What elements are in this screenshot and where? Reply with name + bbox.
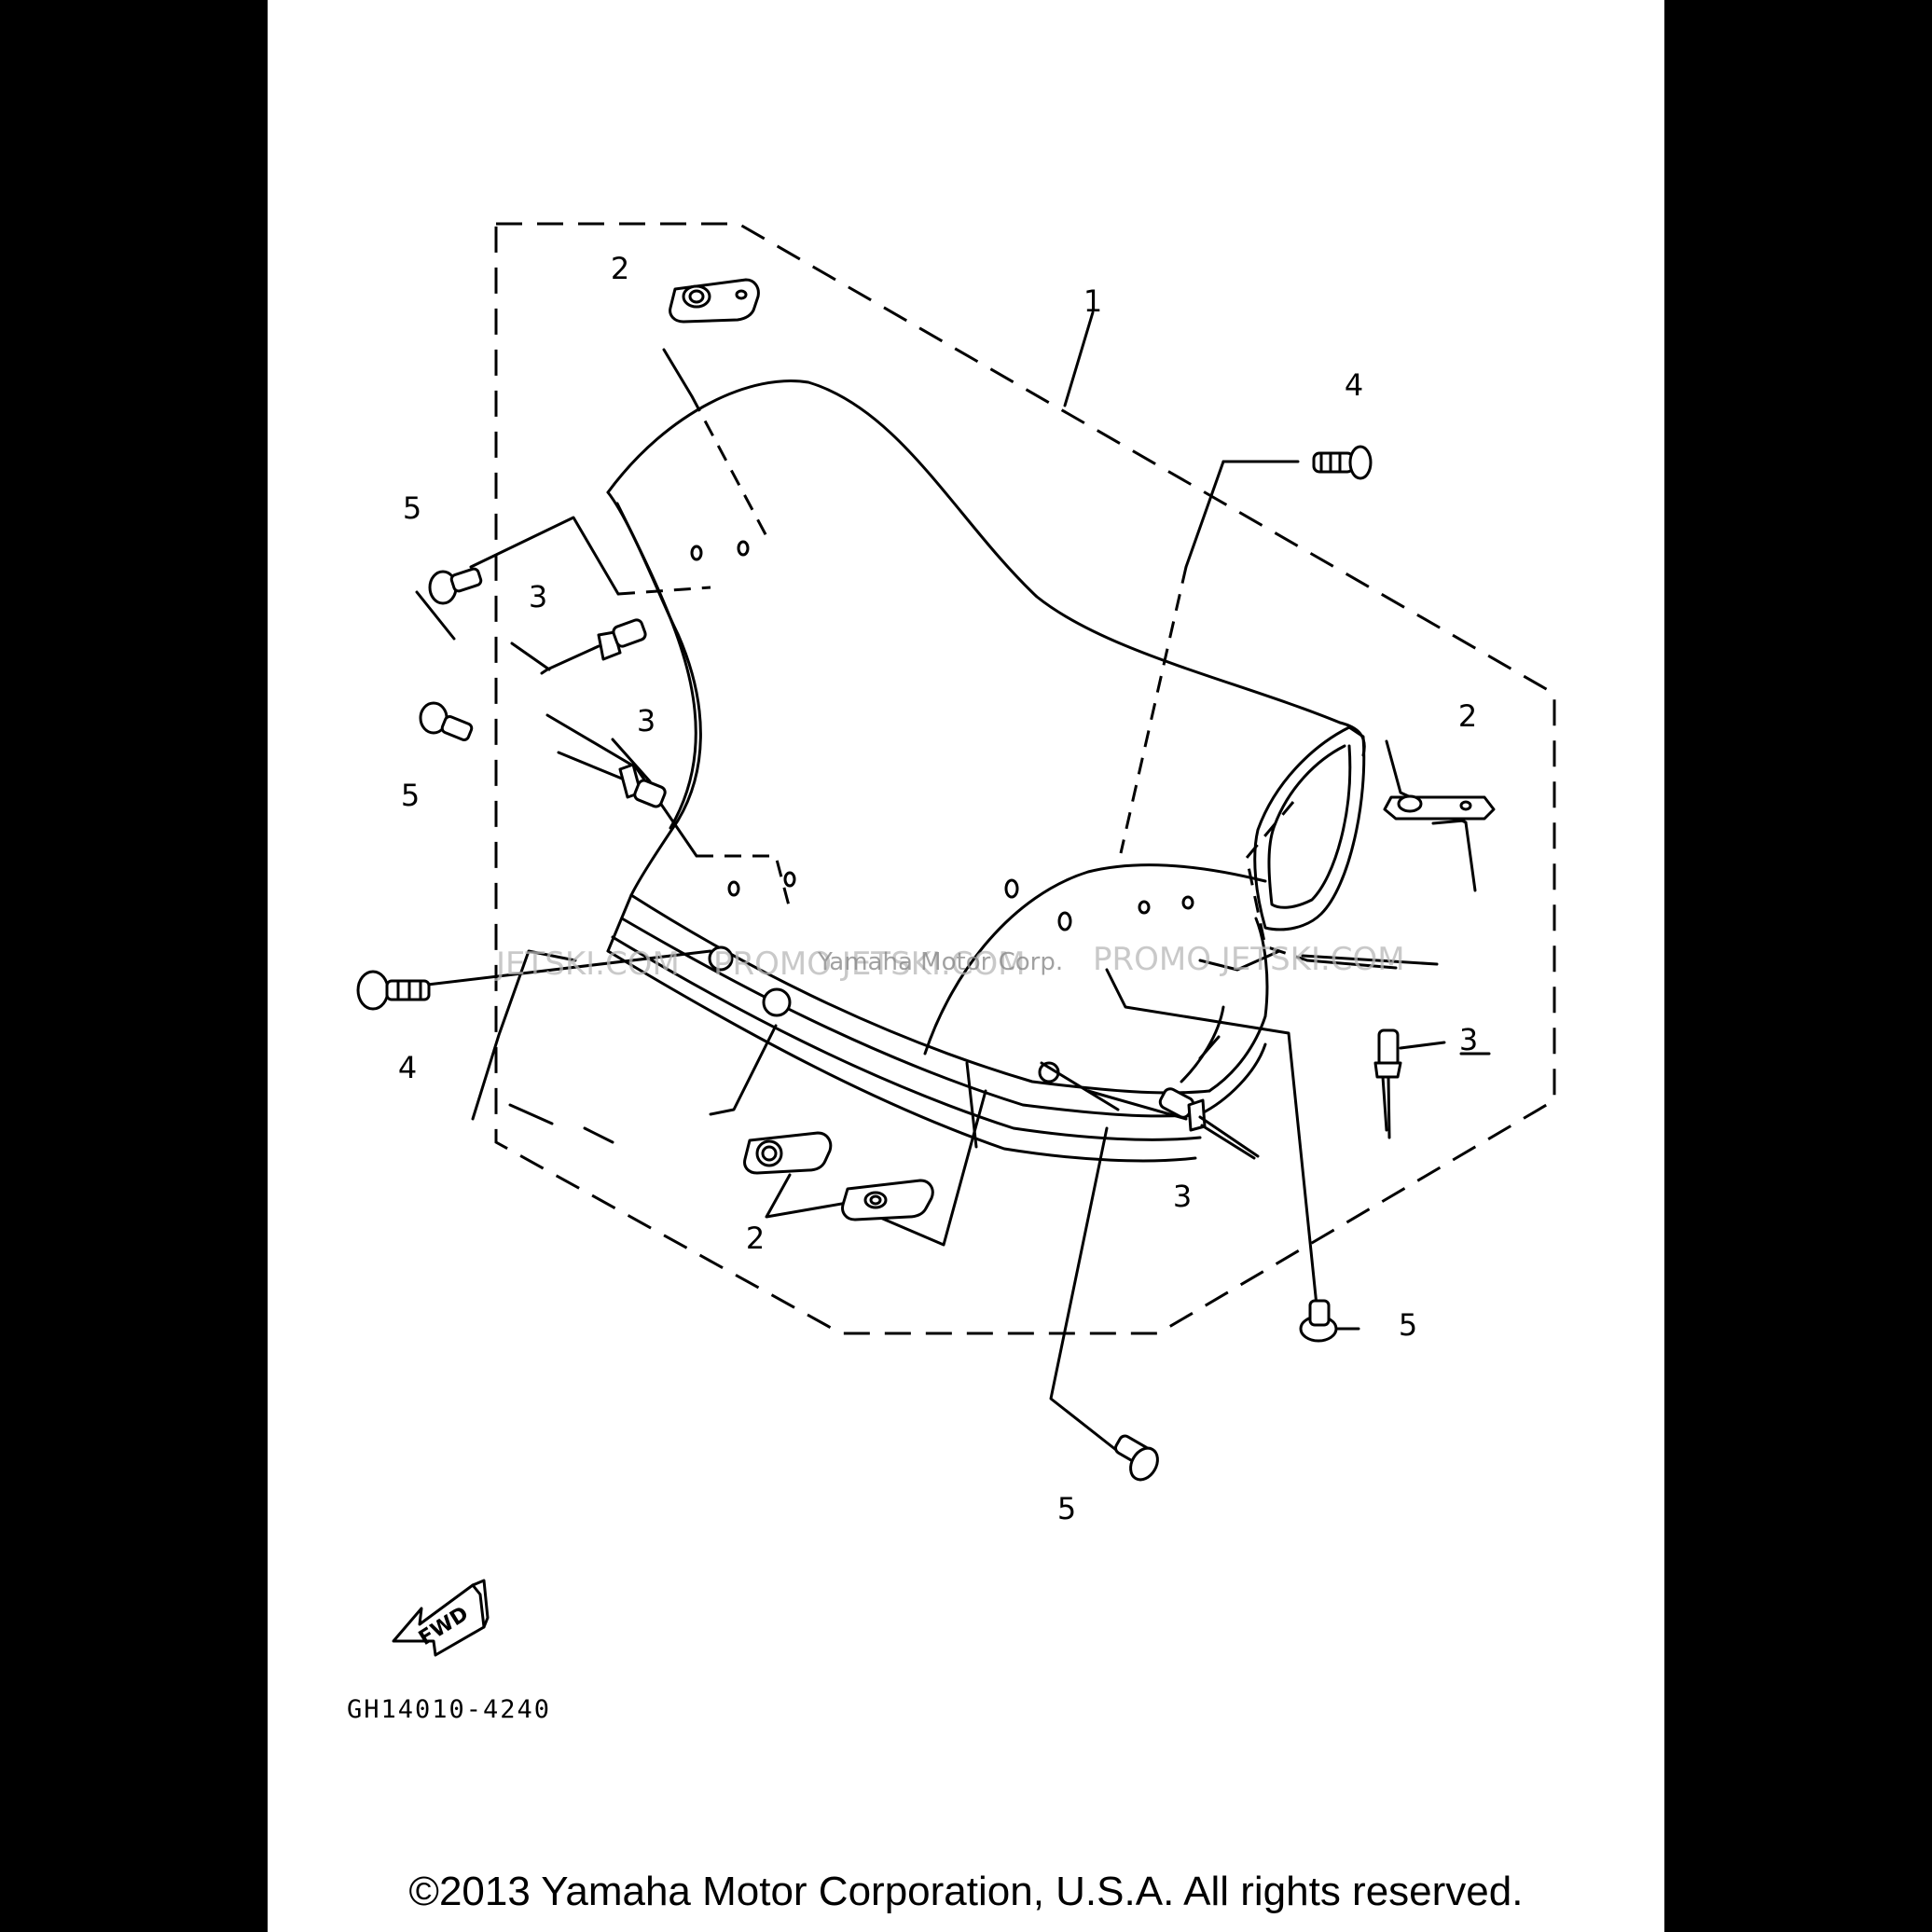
watermark-center: Yamaha Motor Corp. — [817, 948, 1063, 976]
callout-labels: 1 2 2 2 2 3 3 3 3 4 4 5 5 5 5 5 — [398, 251, 1478, 1526]
callout-3-b: 3 — [637, 703, 656, 738]
parts-diagram: 1 2 2 2 2 3 3 3 3 4 4 5 5 5 5 5 JETSKI.C… — [347, 222, 1556, 1724]
watermark-left: JETSKI.COM — [494, 945, 680, 983]
diagram-sheet: 1 2 2 2 2 3 3 3 3 4 4 5 5 5 5 5 JETSKI.C… — [268, 0, 1664, 1932]
callout-5-b: 5 — [401, 778, 420, 813]
mounting-holes — [690, 540, 1194, 1083]
bolt-part-5-lower-right — [1299, 1299, 1338, 1343]
rivet-part-3-a — [540, 618, 647, 675]
fwd-arrow-icon: FWD — [392, 1579, 490, 1657]
clip-part-2-right — [1383, 794, 1496, 821]
callout-3-d: 3 — [1173, 1179, 1192, 1214]
callout-5-d: 5 — [1057, 1491, 1076, 1526]
callout-5-a: 5 — [403, 490, 421, 526]
callout-4-left: 4 — [398, 1050, 417, 1085]
bolt-part-5-upper-left — [428, 567, 483, 605]
callout-1: 1 — [1083, 283, 1102, 319]
drawing-code: GH14010-4240 — [347, 1695, 551, 1724]
callout-4-right: 4 — [1345, 367, 1363, 403]
rivet-part-3-b — [557, 751, 667, 808]
watermark-left-promo: PROMO JETSKI.COM — [713, 945, 1026, 983]
assembly-boundary — [494, 222, 1556, 1335]
shroud-part-1 — [606, 380, 1366, 1163]
rivet-part-3-c — [1373, 1028, 1402, 1139]
callout-2-top: 2 — [611, 251, 629, 286]
clip-part-2-lower-a — [743, 1131, 833, 1175]
screw-part-4-right — [1312, 445, 1373, 480]
callout-2-right: 2 — [1458, 698, 1477, 734]
rivet-part-3-d — [1158, 1087, 1260, 1160]
clip-part-2-top — [669, 278, 760, 324]
copyright-notice: ©2013 Yamaha Motor Corporation, U.S.A. A… — [408, 1869, 1524, 1914]
callout-5-c: 5 — [1399, 1307, 1417, 1343]
bolt-part-5-mid-left — [419, 701, 474, 741]
bolt-part-5-bottom — [1113, 1434, 1159, 1482]
leader-lines — [415, 310, 1491, 1452]
screw-part-4-left — [356, 970, 431, 1011]
callout-3-c: 3 — [1459, 1022, 1478, 1057]
clip-part-2-lower-b — [841, 1179, 934, 1221]
watermark-right: PROMO JETSKI.COM — [1093, 941, 1405, 978]
callout-3-a: 3 — [529, 579, 547, 614]
callout-2-lower: 2 — [746, 1221, 765, 1256]
watermark: JETSKI.COM PROMO JETSKI.COM Yamaha Motor… — [494, 941, 1405, 983]
